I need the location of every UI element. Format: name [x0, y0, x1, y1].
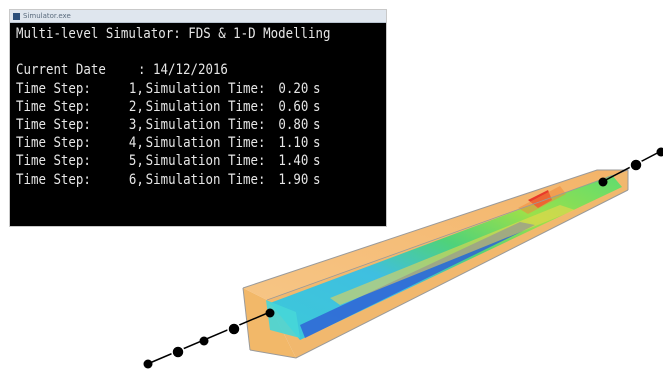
console-date-line: Current Date : 14/12/2016 [16, 61, 334, 79]
time-step-number: 4, [128, 135, 144, 152]
time-step-label: Time Step: [16, 135, 91, 152]
simulation-time-unit: s [313, 153, 321, 170]
simulation-time-unit: s [313, 98, 321, 115]
simulation-time-unit: s [313, 80, 321, 97]
duct-edge-front [242, 287, 251, 351]
left-network-node [199, 336, 209, 346]
simulation-time-value: 0.60 [278, 98, 309, 115]
simulation-time-value: 1.90 [278, 171, 309, 188]
cold-flow-band [300, 222, 535, 338]
console-app-icon [13, 12, 20, 20]
simulation-time-label: Simulation Time: [145, 171, 266, 188]
left-network-node [227, 322, 241, 336]
simulation-time-value: 0.80 [278, 116, 309, 133]
console-window: Simulator.exe Multi-level Simulator: FDS… [9, 9, 387, 227]
simulation-time-unit: s [313, 171, 321, 188]
simulation-time-unit: s [313, 116, 321, 133]
console-heading: Multi-level Simulator: FDS & 1-D Modelli… [16, 26, 331, 42]
simulation-time-value: 1.40 [278, 153, 309, 170]
duct-edge-inner [266, 169, 629, 301]
time-step-label: Time Step: [16, 80, 91, 97]
time-step-number: 3, [128, 116, 144, 133]
left-network-node [171, 345, 185, 359]
simulation-time-label: Simulation Time: [145, 135, 266, 152]
time-step-number: 5, [128, 153, 144, 170]
time-step-label: Time Step: [16, 116, 91, 133]
simulation-time-unit: s [313, 135, 321, 152]
warm-band [330, 205, 575, 305]
duct-edge-top [242, 169, 629, 289]
console-window-title: Simulator.exe [23, 11, 71, 20]
hot-spot-halo [518, 186, 566, 214]
duct-edge-bottom [249, 189, 629, 359]
left-network-node [143, 359, 153, 369]
right-network-node [629, 158, 643, 172]
simulation-time-value: 1.10 [278, 135, 309, 152]
simulation-time-label: Simulation Time: [145, 98, 266, 115]
simulation-time-label: Simulation Time: [145, 153, 266, 170]
simulation-time-value: 0.20 [278, 80, 309, 97]
simulation-time-label: Simulation Time: [145, 80, 266, 97]
date-value: : 14/12/2016 [138, 62, 228, 79]
time-step-label: Time Step: [16, 98, 91, 115]
simulation-time-label: Simulation Time: [145, 116, 266, 133]
time-step-number: 6, [128, 171, 144, 188]
date-label: Current Date [16, 62, 106, 79]
time-step-label: Time Step: [16, 153, 91, 170]
left-network-node [265, 308, 275, 318]
console-output: Multi-level Simulator: FDS & 1-D Modelli… [10, 23, 386, 189]
time-step-label: Time Step: [16, 171, 91, 188]
right-network-node [598, 177, 608, 187]
time-step-number: 1, [128, 80, 144, 97]
time-step-number: 2, [128, 98, 144, 115]
console-titlebar: Simulator.exe [10, 10, 386, 23]
duct-inlet-face [266, 300, 300, 338]
right-network-node [656, 147, 663, 157]
